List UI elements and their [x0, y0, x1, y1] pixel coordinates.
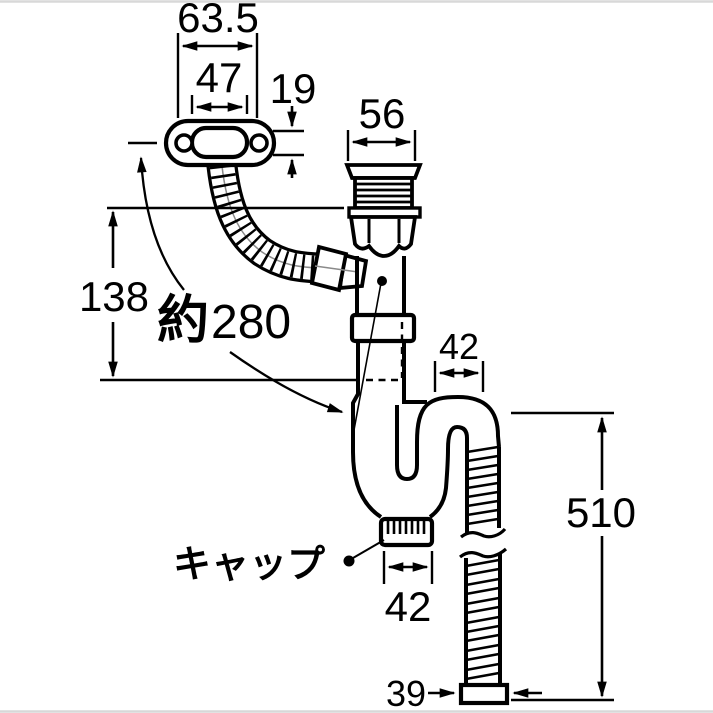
pointer-dot	[377, 276, 387, 286]
trap-slip-nut	[349, 312, 417, 344]
inlet-hex-nut	[348, 215, 418, 258]
dim-19-label: 19	[270, 65, 317, 112]
dim-hose-length: 約280	[128, 141, 344, 414]
hidden-pipe-dashed-lines	[366, 322, 404, 382]
flange-screw-hole-left	[174, 133, 194, 153]
outlet-corrugated-hose	[458, 445, 510, 706]
dim-cap-width: 42	[382, 551, 434, 630]
dim-inlet-width: 56	[346, 90, 417, 161]
dim-47-label: 47	[196, 54, 243, 101]
wall-flange	[163, 118, 277, 168]
flange-screw-hole-right	[249, 133, 269, 153]
trap-right-shoulder	[402, 341, 427, 404]
dim-138-label: 138	[79, 273, 149, 320]
trap-dip-tube	[395, 405, 419, 482]
dim-flange-width: 63.5	[176, 0, 259, 118]
hose-break-edge-bottom	[459, 547, 508, 559]
cap-leader-dot	[343, 555, 355, 567]
dimension-annotations: 63.5 47 19 56 138	[79, 0, 636, 713]
trap-outer-bend	[415, 394, 501, 448]
trap-body	[349, 312, 501, 548]
outlet-hose-ribs-upper	[466, 445, 499, 526]
hose-rib-lines	[208, 154, 319, 281]
cap-label: キャップ	[173, 542, 325, 586]
inlet-threads	[353, 176, 414, 210]
dim-42-upper-label: 42	[439, 326, 479, 367]
dim-flange-thickness: 19	[270, 65, 317, 178]
cap-rib-lines	[386, 521, 426, 534]
dim-56-label: 56	[359, 90, 406, 137]
dim-trap-outlet-width: 42	[433, 326, 485, 392]
dim-63-5-label: 63.5	[177, 0, 259, 41]
dim-inlet-drop: 138	[79, 206, 357, 382]
dim-slot-width: 47	[190, 54, 249, 114]
trap-inner-bend	[428, 424, 469, 519]
inlet-flexible-hose	[205, 154, 319, 284]
drain-inlet-fitting	[344, 163, 423, 315]
cap-callout: キャップ	[173, 539, 385, 586]
pipe-pointer-line	[353, 276, 387, 431]
dim-42-lower-label: 42	[385, 583, 432, 630]
trap-left-wall	[351, 341, 383, 519]
dim-approx-280-label: 約280	[157, 291, 291, 351]
outlet-hose-ribs-lower	[465, 558, 500, 681]
hose-end-fitting	[458, 682, 510, 706]
dim-39-label: 39	[386, 673, 426, 713]
dim-outlet-hose-drop: 510	[511, 411, 636, 702]
hose-break-edge-top	[460, 527, 507, 539]
dim-510-label: 510	[566, 489, 636, 536]
inlet-thread-lines	[356, 182, 411, 204]
dim-hose-end-width: 39	[386, 673, 542, 713]
inlet-rim	[344, 163, 423, 180]
flange-slot	[189, 125, 250, 160]
